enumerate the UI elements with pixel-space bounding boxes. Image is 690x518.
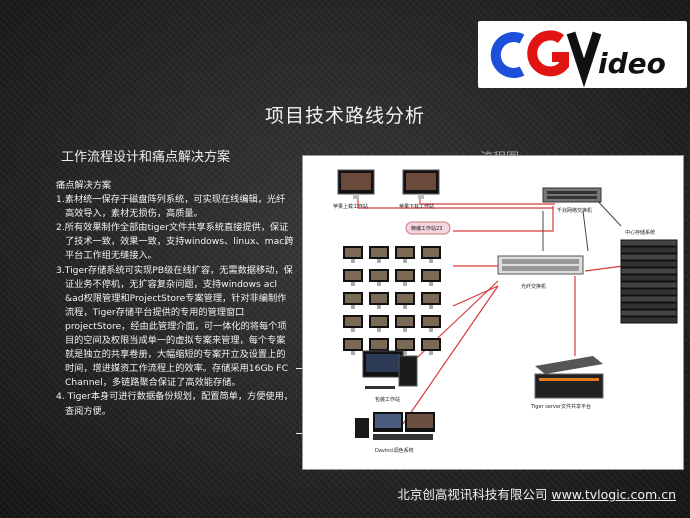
packaging-workstation (362, 350, 418, 389)
edit-workstation-icon (343, 269, 363, 286)
edit-workstation-icon (369, 246, 389, 263)
mac-upload-workstation (337, 169, 375, 199)
disk-unit (620, 246, 678, 254)
tiger-server-label: Tiger server文件共享平台 (530, 403, 591, 410)
edit-workstation-icon (395, 246, 415, 263)
pain-point-item: 3.Tiger存储系统可实现PB级在线扩容，无需数据移动，保证业务不停机，无扩容… (56, 264, 293, 389)
fc-switch-device (497, 255, 584, 275)
pain-points-heading: 痛点解决方案 (56, 180, 112, 191)
mac-upload-label: 苹果上载工作站 (333, 203, 368, 210)
pain-points-list: 痛点解决方案 1.素材统一保存于磁盘阵列系统，可实现在线编辑，光纤高效导入，素材… (56, 179, 294, 419)
gigabit-switch-label: 千兆网络交换机 (557, 207, 592, 214)
disk-unit (620, 239, 678, 247)
cgvideo-logo: ideo (478, 21, 687, 88)
disk-unit (620, 274, 678, 282)
edit-workstation-grid (343, 246, 441, 355)
disk-unit (620, 302, 678, 310)
edit-workstation-icon (343, 292, 363, 309)
gigabit-switch-device (542, 187, 602, 203)
edit-workstation-icon (343, 246, 363, 263)
mac-download-label: 苹果下载工作站 (399, 203, 434, 210)
edit-workstation-icon (369, 292, 389, 309)
disk-unit (620, 253, 678, 261)
page-title: 项目技术路线分析 (264, 105, 425, 127)
edit-workstation-icon (421, 269, 441, 286)
mac-download-workstation (402, 169, 440, 199)
flowchart-diagram: 苹果上载工作站 苹果下载工作站 千兆网络交换机 精编工作站23 光纤交换机 中心… (302, 155, 684, 470)
edit-workstation-icon (421, 292, 441, 309)
edit-workstation-icon (369, 315, 389, 332)
footer-contact: 北京创高视讯科技有限公司 www.tvlogic.com.cn (397, 484, 676, 503)
disk-array-label: 中心存储系统 (625, 229, 655, 236)
edit-workstation-icon (421, 315, 441, 332)
edit-workstation-icon (395, 292, 415, 309)
fc-switch-label: 光纤交换机 (521, 283, 546, 290)
davinci-label: Davinci调色系统 (375, 447, 414, 454)
disk-unit (620, 288, 678, 296)
disk-unit (620, 309, 678, 317)
edit-workstation-icon (421, 246, 441, 263)
disk-unit (620, 260, 678, 268)
edit-workstation-icon (395, 315, 415, 332)
edit-workstation-icon (395, 338, 415, 355)
section-subtitle: 工作流程设计和痛点解决方案 (61, 150, 231, 165)
disk-array-rack (620, 239, 678, 324)
website-link[interactable]: www.tvlogic.com.cn (551, 487, 676, 502)
pain-point-item: 1.素材统一保存于磁盘阵列系统，可实现在线编辑，光纤高效导入，素材无损伤，高质量… (56, 194, 286, 220)
edit-workstation-icon (395, 269, 415, 286)
pain-point-item: 2.所有效果制作全部由tiger文件共享系统直接提供，保证了技术一致，效果一致，… (56, 222, 294, 262)
flowchart-svg: 苹果上载工作站 苹果下载工作站 千兆网络交换机 精编工作站23 光纤交换机 中心… (333, 169, 678, 454)
disk-unit (620, 281, 678, 289)
davinci-system (355, 412, 435, 440)
edit-workstation-icon (343, 338, 363, 355)
edit-workstation-icon (421, 338, 441, 355)
disk-unit (620, 316, 678, 324)
tiger-server-device (534, 356, 604, 399)
company-name: 北京创高视讯科技有限公司 (397, 487, 548, 502)
cgvideo-logo-graphic: ideo (490, 30, 666, 88)
disk-unit (620, 267, 678, 275)
edit-workstation-icon (369, 269, 389, 286)
edit-workstation-label: 精编工作站23 (411, 225, 442, 232)
packaging-workstation-label: 包装工作站 (375, 396, 400, 403)
disk-unit (620, 295, 678, 303)
pain-point-item: 4. Tiger本身可进行数据备份规划，配置简单，方便使用，查阅方便。 (56, 391, 293, 417)
edit-workstation-icon (343, 315, 363, 332)
svg-text:ideo: ideo (598, 47, 666, 80)
